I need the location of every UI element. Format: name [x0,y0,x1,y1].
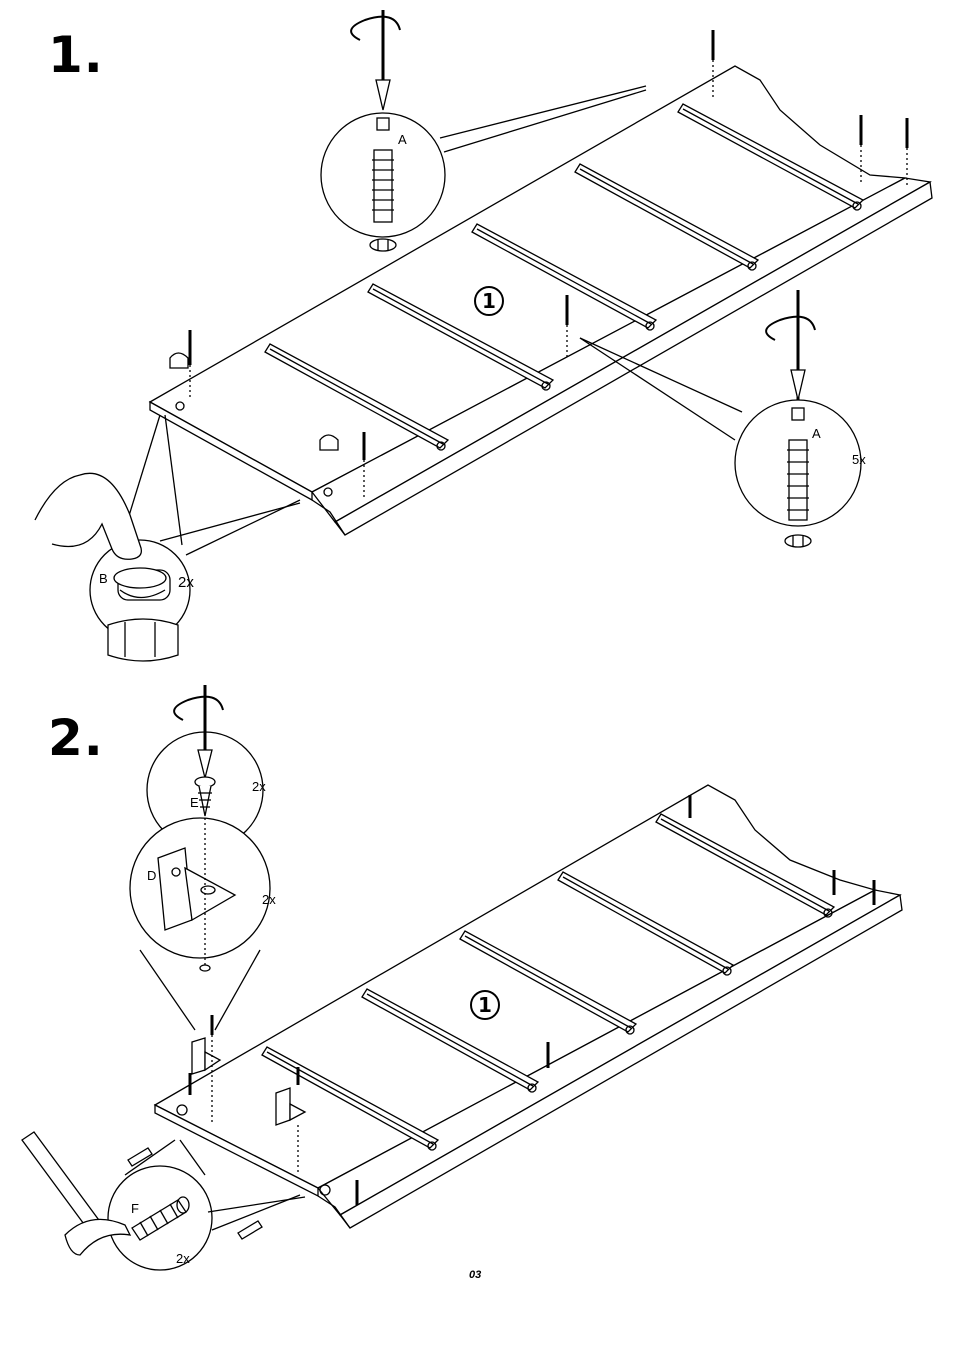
panel-2-badge: 1 [470,990,500,1020]
label-dowel-f: F [131,1202,139,1215]
label-qty-e: 2x [252,780,266,793]
label-qty-f: 2x [176,1252,190,1265]
page-number: 03 [469,1269,481,1281]
label-screw-e: E [190,796,199,809]
label-bracket-d: D [147,869,156,882]
label-qty-d: 2x [262,893,276,906]
callout-bracket-d [130,818,270,1030]
side-panel-2 [155,785,902,1228]
